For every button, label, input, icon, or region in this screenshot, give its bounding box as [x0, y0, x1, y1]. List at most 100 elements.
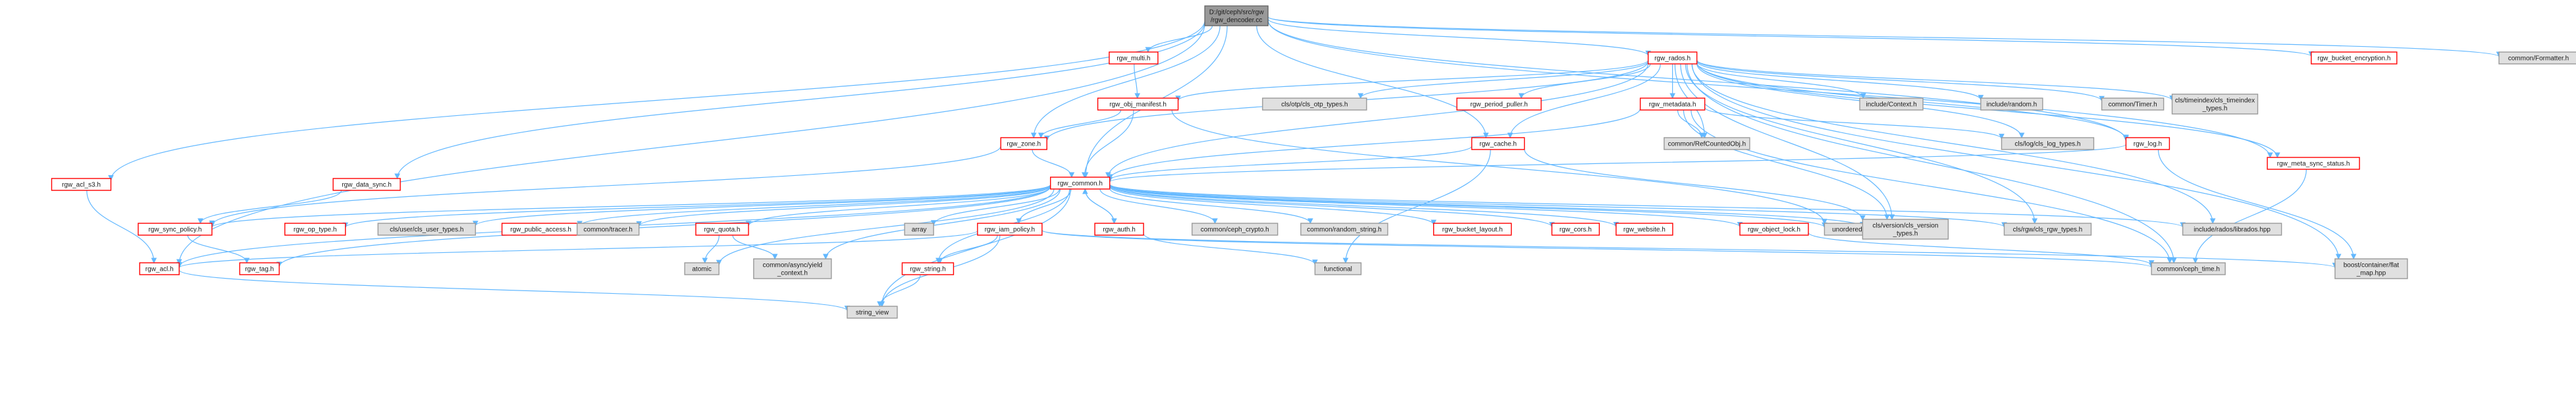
edge-object-lock-to-ceph-time — [1808, 232, 2155, 266]
node-object-lock[interactable]: rgw_object_lock.h — [1739, 223, 1809, 236]
node-timer[interactable]: common/Timer.h — [2101, 97, 2165, 111]
edge-multi-to-obj-manifest — [1134, 63, 1141, 99]
node-refcounted[interactable]: common/RefCountedObj.h — [1664, 137, 1750, 150]
node-rgw-string[interactable]: rgw_string.h — [901, 262, 955, 275]
node-label: cls/otp/cls_otp_types.h — [1281, 101, 1348, 109]
edge-line — [1040, 109, 1122, 138]
edge-line — [1691, 63, 2339, 260]
node-bucket-enc[interactable]: rgw_bucket_encryption.h — [2311, 51, 2398, 65]
node-tag[interactable]: rgw_tag.h — [239, 262, 280, 275]
node-cls-log[interactable]: cls/log/cls_log_types.h — [2001, 137, 2095, 150]
edge-log-to-common — [1107, 144, 2127, 183]
node-cls-rgw[interactable]: cls/rgw/cls_rgw_types.h — [2003, 223, 2092, 236]
node-label: common/async/yield — [763, 262, 823, 269]
edge-line — [475, 184, 1051, 227]
node-label: boost/container/flat — [2344, 262, 2400, 269]
edge-line — [1696, 59, 2173, 101]
node-label: rgw_log.h — [2134, 141, 2162, 148]
edge-line — [718, 188, 1055, 265]
node-metadata[interactable]: rgw_metadata.h — [1639, 97, 1706, 111]
edge-line — [86, 190, 155, 263]
node-common[interactable]: rgw_common.h — [1050, 177, 1111, 190]
node-context[interactable]: include/Context.h — [1859, 97, 1924, 111]
edge-arrowhead — [1134, 93, 1141, 99]
node-box — [2101, 97, 2165, 111]
edge-line — [211, 146, 1001, 226]
edge-line — [1267, 16, 2312, 57]
node-box — [1980, 97, 2043, 111]
node-label: cls/timeindex/cls_timeindex — [2175, 97, 2255, 105]
edge-line — [1033, 25, 1221, 138]
node-zone[interactable]: rgw_zone.h — [1000, 137, 1047, 150]
node-atomic[interactable]: atomic — [684, 262, 720, 275]
node-label: include/Context.h — [1866, 101, 1916, 109]
edge-obj-manifest-to-common — [1081, 109, 1134, 178]
node-label: cls/rgw/cls_rgw_types.h — [2013, 227, 2083, 234]
edge-line — [881, 188, 1071, 307]
node-box — [139, 262, 180, 275]
node-box — [1050, 177, 1111, 190]
node-array[interactable]: array — [904, 223, 934, 236]
node-functional[interactable]: functional — [1314, 262, 1362, 275]
node-otp[interactable]: cls/otp/cls_otp_types.h — [1262, 97, 1367, 111]
node-ceph-time[interactable]: common/ceph_time.h — [2151, 262, 2226, 275]
node-obj-manifest[interactable]: rgw_obj_manifest.h — [1097, 97, 1179, 111]
node-public-access[interactable]: rgw_public_access.h — [501, 223, 581, 236]
node-cors[interactable]: rgw_cors.h — [1551, 223, 1600, 236]
node-string-view[interactable]: string_view — [847, 306, 898, 319]
node-label: common/random_string.h — [1307, 227, 1381, 234]
node-ceph-crypto[interactable]: common/ceph_crypto.h — [1192, 223, 1278, 236]
node-box — [1192, 223, 1278, 236]
node-cls-user[interactable]: cls/user/cls_user_types.h — [377, 223, 476, 236]
node-box — [138, 223, 213, 236]
node-label: rgw_acl_s3.h — [62, 182, 101, 189]
node-random-string[interactable]: common/random_string.h — [1300, 223, 1388, 236]
node-flat-map[interactable]: boost/container/flat_map.hpp — [2334, 258, 2408, 279]
node-website[interactable]: rgw_website.h — [1616, 223, 1673, 236]
node-acl-s3[interactable]: rgw_acl_s3.h — [51, 178, 112, 191]
node-label: rgw_cache.h — [1479, 141, 1517, 148]
node-tracer[interactable]: common/tracer.h — [576, 223, 640, 236]
node-log[interactable]: rgw_log.h — [2125, 137, 2170, 150]
node-iam-policy[interactable]: rgw_iam_policy.h — [977, 223, 1043, 236]
node-box — [977, 223, 1043, 236]
node-acl[interactable]: rgw_acl.h — [139, 262, 180, 275]
node-yield-context[interactable]: common/async/yield_context.h — [753, 258, 832, 279]
edge-line — [178, 23, 1205, 264]
node-op-type[interactable]: rgw_op_type.h — [284, 223, 346, 236]
node-timeindex[interactable]: cls/timeindex/cls_timeindex_types.h — [2171, 94, 2259, 115]
edge-arrowhead — [702, 258, 708, 264]
edge-line — [1109, 108, 1641, 180]
node-meta-sync[interactable]: rgw_meta_sync_status.h — [2267, 157, 2360, 170]
node-cls-version[interactable]: cls/version/cls_version_types.h — [1862, 219, 1949, 240]
node-period-puller[interactable]: rgw_period_puller.h — [1456, 97, 1542, 111]
edge-common-to-random-string — [1109, 188, 1313, 225]
edge-arrowhead — [2170, 258, 2177, 264]
node-librados[interactable]: include/rados/librados.hpp — [2182, 223, 2282, 236]
edge-sync-policy-to-tag — [187, 234, 250, 264]
node-box — [51, 178, 112, 191]
node-sync-policy[interactable]: rgw_sync_policy.h — [138, 223, 213, 236]
edge-arrowhead — [2209, 218, 2216, 225]
edge-line — [1109, 184, 1825, 228]
node-random[interactable]: include/random.h — [1980, 97, 2043, 111]
node-box — [284, 223, 346, 236]
edge-line — [939, 234, 998, 263]
edge-common-to-op-type — [342, 184, 1051, 229]
node-quota[interactable]: rgw_quota.h — [695, 223, 749, 236]
node-data-sync[interactable]: rgw_data_sync.h — [332, 178, 401, 191]
node-multi[interactable]: rgw_multi.h — [1109, 51, 1159, 65]
node-box — [695, 223, 749, 236]
node-cache[interactable]: rgw_cache.h — [1471, 137, 1525, 150]
node-label: /rgw_dencoder.cc — [1211, 17, 1262, 24]
node-label: rgw_object_lock.h — [1748, 227, 1801, 234]
node-box — [1664, 137, 1750, 150]
node-label: D:/git/ceph/src/rgw — [1209, 9, 1265, 16]
edge-line — [1109, 188, 1311, 224]
node-formatter[interactable]: common/Formatter.h — [2498, 51, 2576, 65]
node-label: _types.h — [2202, 105, 2228, 113]
node-rados[interactable]: rgw_rados.h — [1647, 51, 1698, 65]
node-auth[interactable]: rgw_auth.h — [1094, 223, 1144, 236]
edge-common-to-yield-context — [822, 188, 1061, 260]
node-bucket-layout[interactable]: rgw_bucket_layout.h — [1433, 223, 1512, 236]
